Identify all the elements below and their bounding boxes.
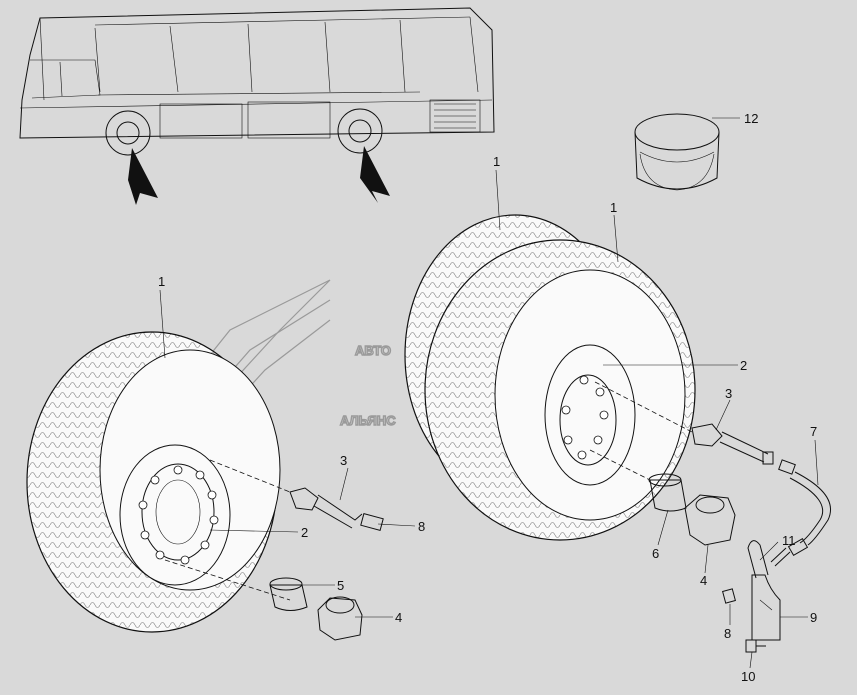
rear-dual-wheel-inner — [424, 239, 696, 541]
arrow-rear-icon — [360, 146, 390, 203]
cap-left — [269, 577, 308, 611]
watermark-line2: АЛЬЯНС — [340, 413, 396, 428]
bolt — [745, 639, 766, 653]
set-screw — [722, 588, 736, 604]
callout-8-front: 8 — [418, 519, 425, 534]
clip — [747, 540, 769, 579]
valve-adapter-right — [691, 423, 774, 465]
arrow-front-icon — [128, 148, 158, 205]
callout-2-rear: 2 — [740, 358, 747, 373]
assembly-lines — [164, 381, 693, 601]
callout-10: 10 — [741, 669, 755, 684]
callout-1-rear: 1 — [610, 200, 617, 215]
cap-right — [648, 473, 687, 512]
callouts: 12 1 1 1 2 2 3 3 7 8 8 5 4 4 6 11 9 10 — [158, 111, 817, 684]
leader-lines — [159, 117, 819, 669]
callout-4-front: 4 — [395, 610, 402, 625]
bucket-part — [634, 113, 720, 191]
callout-9: 9 — [810, 610, 817, 625]
callout-5: 5 — [337, 578, 344, 593]
callout-12: 12 — [744, 111, 758, 126]
watermark-line1: АВТО — [355, 343, 391, 358]
callout-4-rear: 4 — [700, 573, 707, 588]
callout-6: 6 — [652, 546, 659, 561]
nut-right — [684, 494, 736, 546]
callout-8-rear: 8 — [724, 626, 731, 641]
bracket — [751, 574, 781, 641]
callout-1-front: 1 — [158, 274, 165, 289]
bus-outline — [19, 7, 495, 156]
hose — [770, 459, 832, 567]
callout-1-top: 1 — [493, 154, 500, 169]
callout-2-front: 2 — [301, 525, 308, 540]
callout-11: 11 — [782, 533, 796, 548]
callout-3-front: 3 — [340, 453, 347, 468]
callout-3-rear: 3 — [725, 386, 732, 401]
valve-extension-left — [289, 487, 384, 531]
left-wheel — [26, 331, 281, 633]
nut-left — [317, 596, 363, 641]
callout-7: 7 — [810, 424, 817, 439]
